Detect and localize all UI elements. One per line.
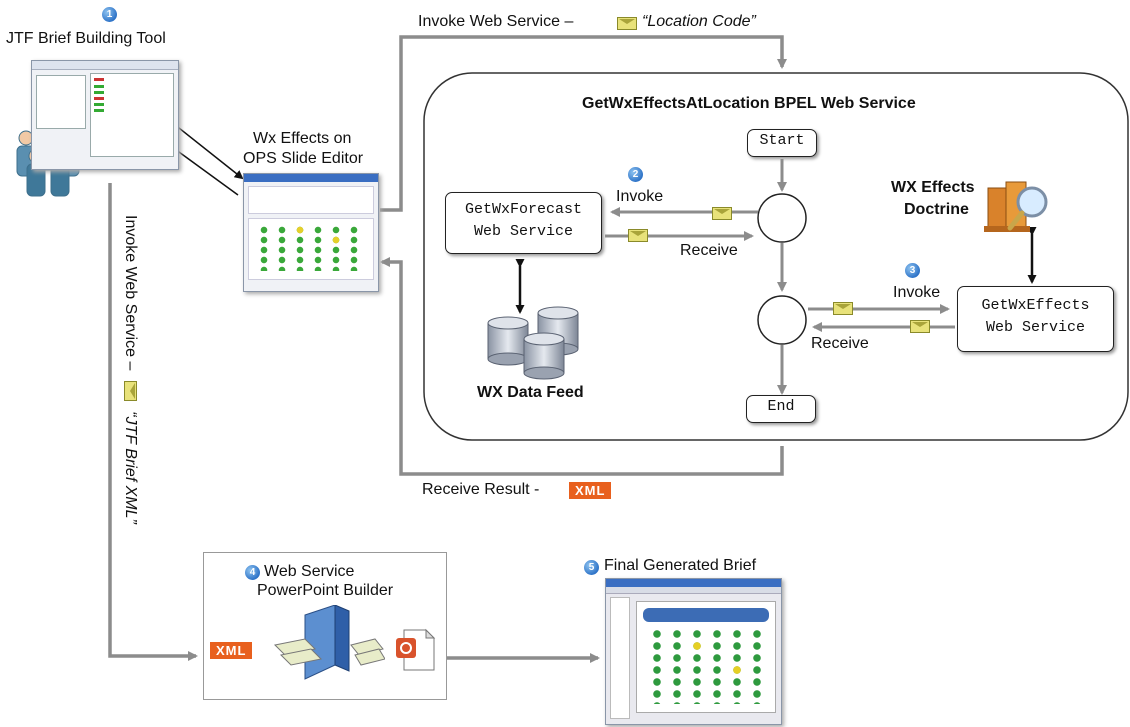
step-badge-4: 4 [245, 565, 260, 580]
flow-circle-2 [757, 295, 807, 345]
builder-xml-badge: XML [210, 642, 253, 659]
doctrine-label-line1: WX Effects [891, 179, 975, 196]
top-flow-envelope-icon [617, 17, 637, 30]
powerpoint-doc-icon [396, 628, 436, 671]
server-icon [273, 605, 385, 680]
editor-label-line1: Wx Effects on [253, 130, 352, 147]
forecast-invoke-label: Invoke [616, 188, 664, 205]
step-badge-5: 5 [584, 560, 599, 575]
end-node: End [746, 395, 816, 423]
bpel-title: GetWxEffectsAtLocation BPEL Web Service [582, 95, 916, 112]
effects-invoke-envelope-icon [833, 302, 853, 315]
left-flow-label: Invoke Web Service – “JTF Brief XML” [121, 215, 139, 524]
effects-service-box: GetWxEffects Web Service [957, 286, 1114, 352]
effects-receive-envelope-icon [910, 320, 930, 333]
effects-service-line1: GetWxEffects [981, 297, 1090, 314]
final-brief-screenshot [605, 578, 782, 725]
effects-receive-label: Receive [811, 335, 869, 352]
bpel-container [423, 72, 1129, 441]
builder-label-line1: Web Service [264, 563, 355, 580]
step-badge-2: 2 [628, 167, 643, 182]
editor-label-line2: OPS Slide Editor [243, 150, 364, 167]
database-icon [487, 306, 579, 380]
flow-circle-1 [757, 193, 807, 243]
tool-label: JTF Brief Building Tool [6, 30, 166, 47]
editor-screenshot [243, 173, 379, 292]
books-magnifier-icon [984, 181, 1048, 232]
data-feed-label: WX Data Feed [477, 384, 584, 401]
receive-result-line [380, 257, 784, 476]
receive-result-label: Receive Result - [422, 481, 540, 498]
effects-service-line2: Web Service [985, 319, 1086, 336]
final-brief-label: Final Generated Brief [604, 557, 757, 574]
left-flow-quote: “JTF Brief XML” [122, 411, 139, 524]
top-flow-quote: “Location Code” [642, 13, 756, 30]
left-flow-prefix: Invoke Web Service – [122, 215, 139, 371]
forecast-receive-envelope-icon [628, 229, 648, 242]
step-badge-3: 3 [905, 263, 920, 278]
receive-result-xml-badge: XML [569, 482, 612, 499]
top-flow-prefix: Invoke Web Service – [418, 13, 574, 30]
builder-label-line2: PowerPoint Builder [257, 582, 394, 599]
forecast-service-box: GetWxForecast Web Service [445, 192, 602, 254]
effects-invoke-label: Invoke [893, 284, 941, 301]
step-badge-1: 1 [102, 7, 117, 22]
doctrine-label-line2: Doctrine [904, 201, 969, 218]
forecast-service-line1: GetWxForecast [464, 201, 583, 218]
start-node: Start [747, 129, 817, 157]
forecast-service-line2: Web Service [473, 223, 574, 240]
forecast-invoke-envelope-icon [712, 207, 732, 220]
jtf-tool-screenshot [31, 60, 179, 170]
forecast-receive-label: Receive [680, 242, 738, 259]
top-invoke-line [380, 35, 787, 212]
left-flow-line [108, 183, 198, 661]
left-flow-envelope-icon [123, 380, 137, 401]
